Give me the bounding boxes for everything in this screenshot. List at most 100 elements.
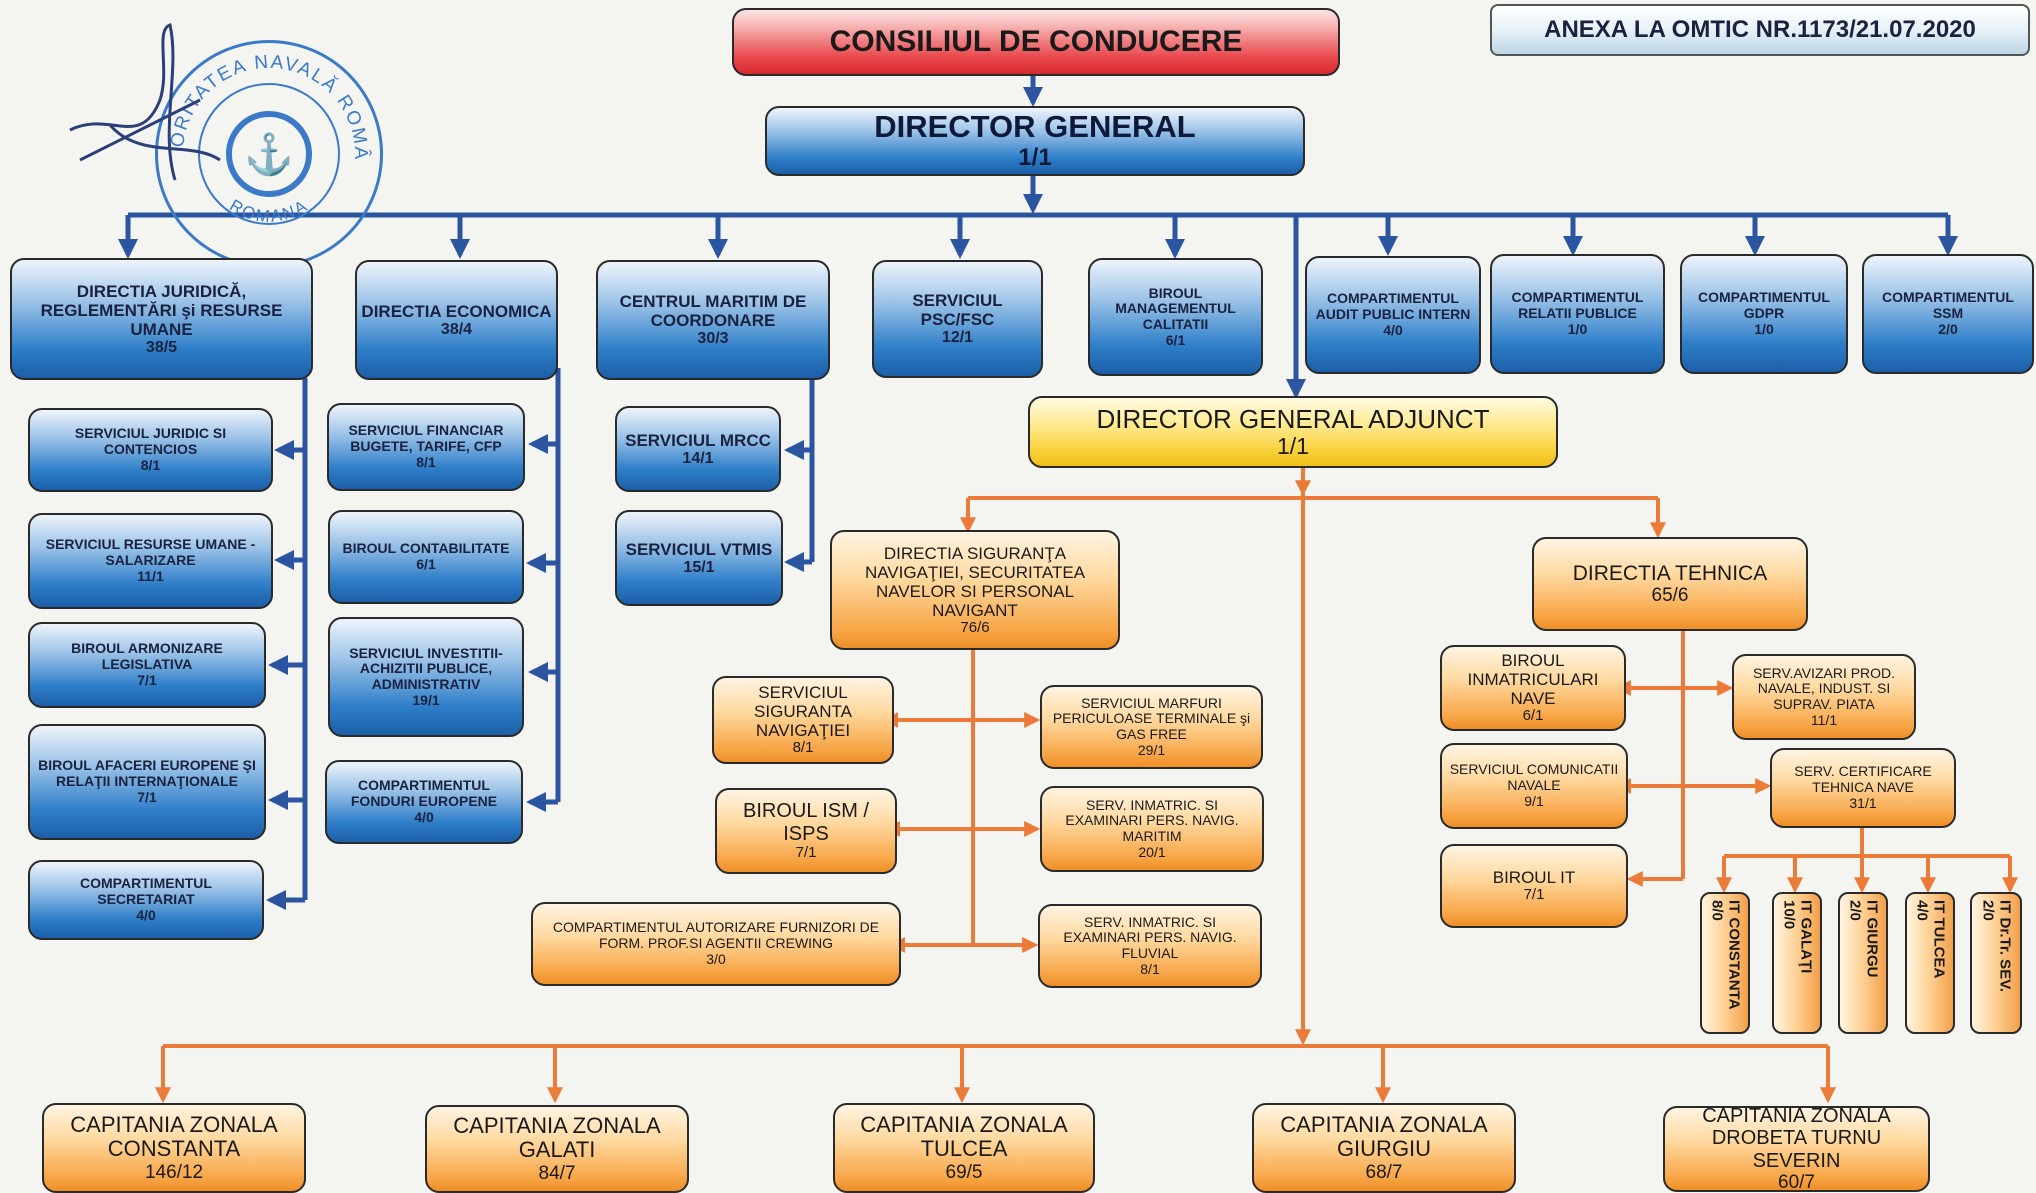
unit-count: 11/1 — [137, 567, 164, 584]
tech-left-comunicatii: SERVICIUL COMUNICATII NAVALE 9/1 — [1440, 743, 1628, 829]
unit-count: 14/1 — [682, 449, 714, 467]
safety-left-ism: BIROUL ISM / ISPS 7/1 — [715, 788, 897, 874]
unit-count: 7/1 — [137, 671, 157, 688]
unit-title: SERV.AVIZARI PROD. NAVALE, INDUST. SI SU… — [1752, 664, 1896, 712]
unit-title: CAPITANIA ZONALA DROBETA TURNU SEVERIN — [1702, 1106, 1891, 1172]
unit-count: 7/1 — [137, 788, 157, 805]
unit-title: IT CONSTANTA — [1725, 900, 1743, 1010]
deputy-director-box: DIRECTOR GENERAL ADJUNCT 1/1 — [1028, 396, 1558, 468]
safety-directorate-box: DIRECTIA SIGURANŢA NAVIGAŢIEI, SECURITAT… — [830, 530, 1120, 650]
unit-count: 8/1 — [1140, 960, 1160, 977]
unit-count: 65/6 — [1651, 585, 1689, 607]
unit-count: 7/1 — [795, 843, 817, 861]
juridic-sub-juridic: SERVICIUL JURIDIC SI CONTENCIOS 8/1 — [28, 408, 273, 492]
maritime-sub-mrcc: SERVICIUL MRCC 14/1 — [615, 406, 781, 492]
unit-count: 4/0 — [1383, 321, 1403, 338]
capitania-galati: CAPITANIA ZONALA GALATI 84/7 — [425, 1105, 689, 1193]
maritime-sub-vtmis: SERVICIUL VTMIS 15/1 — [615, 510, 783, 606]
unit-directia-juridica: DIRECTIA JURIDICĂ, REGLEMENTĂRI şi RESUR… — [10, 258, 313, 380]
unit-count: 12/1 — [941, 329, 974, 347]
capitania-giurgiu: CAPITANIA ZONALA GIURGIU 68/7 — [1252, 1103, 1516, 1193]
unit-title: IT Dr.Tr. SEV. — [1996, 900, 2014, 992]
unit-count: 30/3 — [697, 330, 729, 348]
juridic-sub-resurse-umane: SERVICIUL RESURSE UMANE - SALARIZARE 11/… — [28, 513, 273, 609]
unit-title: COMPARTIMENTUL SSM — [1882, 289, 2014, 322]
unit-count: 15/1 — [683, 558, 715, 576]
economic-sub-investitii: SERVICIUL INVESTITII-ACHIZITII PUBLICE, … — [328, 617, 524, 737]
unit-count: 68/7 — [1365, 1161, 1403, 1183]
unit-count: 60/7 — [1778, 1171, 1815, 1192]
economic-sub-financiar: SERVICIUL FINANCIAR BUGETE, TARIFE, CFP … — [327, 403, 525, 491]
unit-title: CAPITANIA ZONALA GALATI — [453, 1112, 661, 1163]
signature — [69, 23, 221, 181]
technical-directorate-box: DIRECTIA TEHNICA 65/6 — [1532, 537, 1808, 631]
unit-count: 8/1 — [792, 739, 814, 757]
unit-title: COMPARTIMENTUL AUDIT PUBLIC INTERN — [1315, 290, 1471, 323]
council-box: CONSILIUL DE CONDUCERE — [732, 8, 1340, 76]
unit-directia-economica: DIRECTIA ECONOMICA 38/4 — [355, 260, 558, 380]
safety-left-autorizare: COMPARTIMENTUL AUTORIZARE FURNIZORI DE F… — [531, 902, 901, 986]
unit-title: BIROUL MANAGEMENTUL CALITATII — [1115, 284, 1236, 332]
unit-title: DIRECTIA SIGURANŢA NAVIGAŢIEI, SECURITAT… — [864, 543, 1086, 620]
unit-title: CAPITANIA ZONALA GIURGIU — [1280, 1111, 1488, 1162]
unit-count: 9/1 — [1524, 792, 1544, 809]
unit-count: 7/1 — [1523, 886, 1545, 904]
unit-title: BIROUL IT — [1492, 868, 1576, 888]
juridic-sub-armonizare: BIROUL ARMONIZARE LEGISLATIVA 7/1 — [28, 622, 266, 708]
safety-right-maritim: SERV. INMATRIC. SI EXAMINARI PERS. NAVIG… — [1040, 786, 1264, 872]
unit-count: 6/1 — [416, 556, 436, 572]
unit-biroul-calitatii: BIROUL MANAGEMENTUL CALITATII 6/1 — [1088, 258, 1263, 376]
unit-title: CENTRUL MARITIM DE COORDONARE — [619, 292, 807, 331]
unit-title: SERVICIUL PSC/FSC — [912, 291, 1003, 330]
unit-title: COMPARTIMENTUL FONDURI EUROPENE — [350, 777, 498, 810]
unit-gdpr: COMPARTIMENTUL GDPR 1/0 — [1680, 254, 1848, 374]
unit-ssm: COMPARTIMENTUL SSM 2/0 — [1862, 254, 2034, 374]
director-general-count: 1/1 — [1018, 143, 1052, 171]
unit-title: BIROUL ARMONIZARE LEGISLATIVA — [71, 640, 223, 673]
unit-count: 8/1 — [416, 453, 436, 470]
unit-count: 84/7 — [538, 1162, 576, 1184]
unit-count: 76/6 — [960, 618, 990, 636]
unit-title: SERVICIUL INVESTITII-ACHIZITII PUBLICE, … — [349, 644, 503, 692]
unit-title: BIROUL ISM / ISPS — [743, 800, 869, 845]
juridic-sub-secretariat: COMPARTIMENTUL SECRETARIAT 4/0 — [28, 860, 264, 940]
unit-count: 1/0 — [1567, 320, 1588, 337]
anchor-icon: ⚓ — [226, 111, 312, 197]
unit-count: 2/0 — [1938, 320, 1958, 337]
unit-count: 8/0 — [1708, 900, 1725, 921]
unit-title: COMPARTIMENTUL SECRETARIAT — [80, 875, 212, 908]
unit-title: DIRECTIA JURIDICĂ, REGLEMENTĂRI şi RESUR… — [40, 281, 283, 339]
unit-count: 19/1 — [412, 691, 440, 708]
unit-count: 69/5 — [945, 1161, 983, 1183]
economic-sub-fonduri: COMPARTIMENTUL FONDURI EUROPENE 4/0 — [325, 760, 523, 844]
unit-count: 31/1 — [1849, 794, 1877, 811]
safety-right-marfuri: SERVICIUL MARFURI PERICULOASE TERMINALE … — [1040, 685, 1263, 769]
tech-left-inmatriculari: BIROUL INMATRICULARI NAVE 6/1 — [1440, 645, 1626, 731]
unit-title: SERV. CERTIFICARE TEHNICA NAVE — [1794, 763, 1932, 796]
unit-count: 8/1 — [140, 456, 161, 473]
unit-title: IT GIURGU — [1863, 900, 1881, 978]
unit-title: SERV. INMATRIC. SI EXAMINARI PERS. NAVIG… — [1063, 913, 1237, 961]
deputy-count: 1/1 — [1277, 432, 1309, 459]
unit-centrul-maritim: CENTRUL MARITIM DE COORDONARE 30/3 — [596, 260, 830, 380]
safety-right-fluvial: SERV. INMATRIC. SI EXAMINARI PERS. NAVIG… — [1038, 904, 1262, 988]
unit-relatii-publice: COMPARTIMENTUL RELATII PUBLICE 1/0 — [1490, 254, 1665, 374]
economic-sub-contabilitate: BIROUL CONTABILITATE 6/1 — [328, 510, 524, 604]
unit-title: SERVICIUL FINANCIAR BUGETE, TARIFE, CFP — [348, 422, 504, 455]
unit-count: 6/1 — [1522, 707, 1544, 725]
unit-count: 4/0 — [414, 808, 434, 825]
unit-title: SERVICIUL RESURSE UMANE - SALARIZARE — [45, 536, 256, 569]
capitania-constanta: CAPITANIA ZONALA CONSTANTA 146/12 — [42, 1103, 306, 1193]
unit-count: 10/0 — [1780, 900, 1797, 930]
deputy-title: DIRECTOR GENERAL ADJUNCT — [1096, 403, 1490, 434]
unit-title: BIROUL AFACERI EUROPENE ŞI RELAŢII INTER… — [38, 757, 256, 790]
capitania-drobeta: CAPITANIA ZONALA DROBETA TURNU SEVERIN 6… — [1663, 1106, 1930, 1192]
juridic-sub-afaceri-europene: BIROUL AFACERI EUROPENE ŞI RELAŢII INTER… — [28, 724, 266, 840]
capitania-tulcea: CAPITANIA ZONALA TULCEA 69/5 — [833, 1103, 1095, 1193]
unit-count: 20/1 — [1138, 843, 1166, 860]
